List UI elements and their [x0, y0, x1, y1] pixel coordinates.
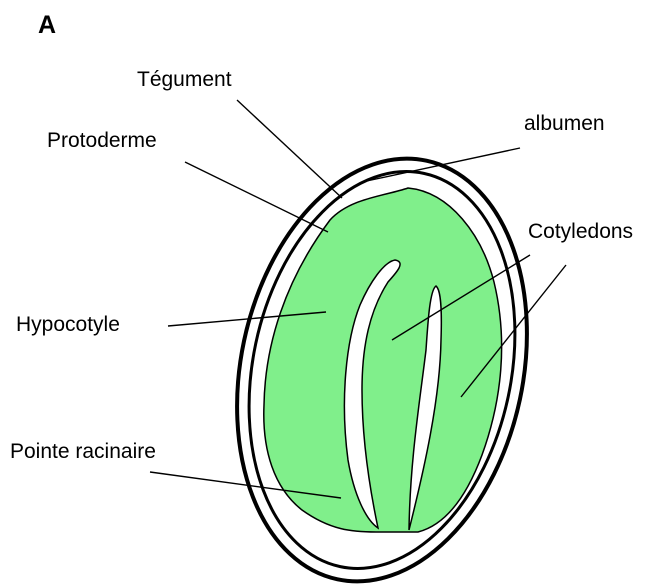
label-tegument: Tégument [137, 68, 232, 91]
label-hypocotyle: Hypocotyle [16, 313, 120, 336]
leader-tegument [237, 100, 342, 198]
label-cotyledons: Cotyledons [528, 220, 633, 243]
label-protoderme: Protoderme [47, 129, 157, 152]
label-pointe-racinaire: Pointe racinaire [10, 440, 156, 463]
label-albumen: albumen [524, 112, 605, 135]
leader-protoderme [185, 162, 328, 232]
panel-letter: A [38, 11, 56, 39]
